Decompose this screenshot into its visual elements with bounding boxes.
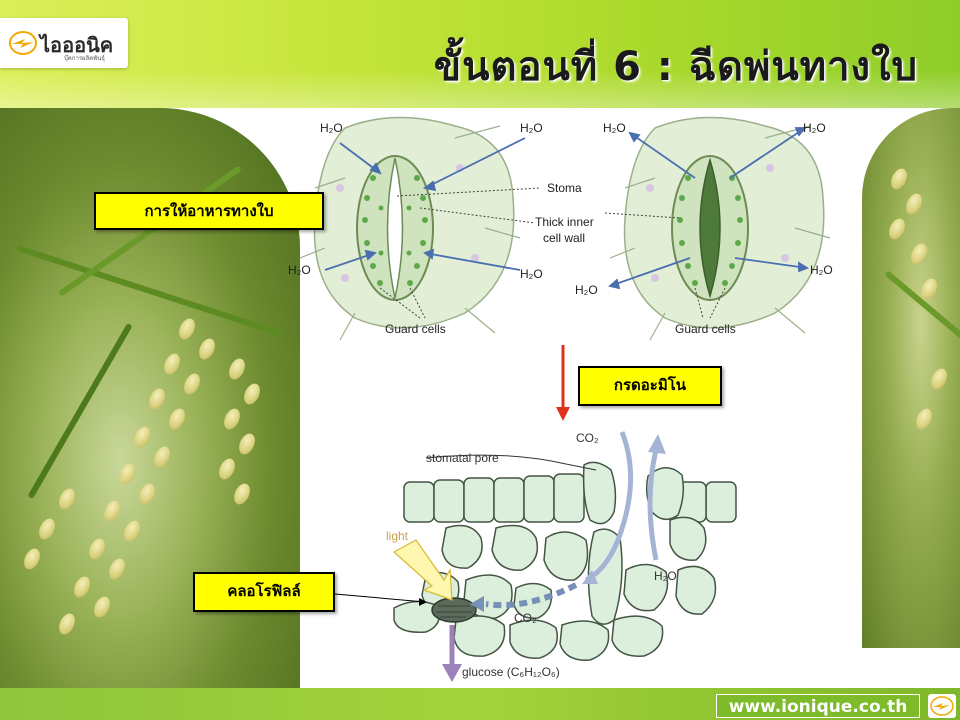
rice-grain — [166, 406, 188, 432]
logo-subtitle: บุ๊คการผลิตพันธุ์ — [64, 55, 105, 62]
rice-grain — [101, 498, 123, 524]
water-arrows-right — [608, 127, 810, 290]
rice-leaf — [27, 322, 133, 500]
rice-grain — [181, 371, 203, 397]
stomatal-pore-label: stomatal pore — [426, 451, 499, 465]
chloroplast-texture — [436, 605, 472, 618]
page-title: ขั้นตอนที่ 6 : ฉีดพ่นทางใบ — [433, 44, 918, 90]
logo-text: ไอออนิค — [40, 33, 114, 57]
chlorophyll-pointer-icon — [335, 593, 427, 606]
company-logo: ไอออนิค บุ๊คการผลิตพันธุ์ — [0, 18, 128, 68]
rice-grain — [241, 381, 263, 407]
rice-grain — [106, 556, 128, 582]
stoma-label: Stoma — [547, 181, 582, 195]
co2-label: CO₂ — [514, 611, 537, 625]
cell-wall-label: cell wall — [543, 231, 585, 245]
rice-grain — [161, 351, 183, 377]
glucose-label: glucose (C₆H₁₂O₆) — [462, 665, 560, 679]
h2o-label: H₂O — [575, 283, 598, 297]
chlorophyll-label: คลอโรฟิลล์ — [193, 572, 335, 612]
rice-grain — [136, 481, 158, 507]
lightning-logo-icon — [9, 31, 37, 55]
stoma-cluster-closed — [299, 116, 521, 341]
epidermis-cells — [403, 473, 737, 523]
amino-acid-label: กรดอะมิโน — [578, 366, 722, 406]
rice-grain — [221, 406, 243, 432]
rice-grain — [196, 336, 218, 362]
co2-label: CO₂ — [576, 431, 599, 445]
rice-grain — [216, 456, 238, 482]
rice-grain — [86, 536, 108, 562]
water-arrows-left — [324, 137, 526, 271]
rice-leaf — [58, 165, 242, 297]
rice-grain — [151, 444, 173, 470]
guard-cells-label: Guard cells — [385, 322, 446, 336]
light-arrow-icon — [392, 539, 453, 601]
rice-grain — [131, 424, 153, 450]
stoma-cluster-open — [609, 116, 831, 341]
stoma-diagram: H₂O H₂O H₂O H₂O H₂O H₂O H₂O H₂O Stoma Th… — [288, 116, 833, 341]
rice-grain — [236, 431, 258, 457]
foliar-feeding-label: การให้อาหารทางใบ — [94, 192, 324, 230]
rice-grain — [226, 356, 248, 382]
rice-grain — [176, 316, 198, 342]
rice-grain — [146, 386, 168, 412]
co2-dashed-arrow — [470, 582, 578, 612]
footer-logo-icon — [928, 694, 956, 718]
h2o-label: H₂O — [654, 569, 677, 583]
h2o-label: H₂O — [603, 121, 626, 135]
rice-grain — [913, 406, 935, 432]
chloroplast — [431, 597, 477, 623]
h2o-label: H₂O — [320, 121, 343, 135]
rice-photo-right — [862, 108, 960, 648]
h2o-label: H₂O — [288, 263, 311, 277]
h2o-label: H₂O — [803, 121, 826, 135]
rice-grain — [36, 516, 58, 542]
rice-leaf — [15, 244, 285, 338]
rice-grain — [886, 216, 908, 242]
h2o-label: H₂O — [810, 263, 833, 277]
rice-grain — [56, 611, 78, 637]
rice-grain — [231, 481, 253, 507]
rice-grain — [888, 166, 910, 192]
rice-grain — [71, 574, 93, 600]
red-down-arrow-icon — [556, 345, 570, 421]
rice-grain — [903, 191, 925, 217]
pore-pointer-line — [425, 454, 597, 471]
thick-inner-label: Thick inner — [535, 215, 594, 229]
leaf-cross-section-diagram: CO₂ stomatal pore light H₂O CO₂ glucose … — [386, 431, 737, 682]
rice-grain — [121, 518, 143, 544]
h2o-label: H₂O — [520, 121, 543, 135]
website-link[interactable]: www.ionique.co.th — [716, 694, 920, 718]
header-band — [0, 0, 960, 110]
light-label: light — [386, 529, 409, 543]
rice-grain — [908, 241, 930, 267]
rice-grain — [21, 546, 43, 572]
header-swoosh — [0, 70, 960, 110]
gas-exchange-arrows — [582, 431, 666, 584]
rice-grain — [116, 461, 138, 487]
rice-grain — [928, 366, 950, 392]
rice-grain — [56, 486, 78, 512]
annotation-lines — [379, 187, 726, 319]
rice-leaf — [884, 270, 960, 352]
rice-grain — [91, 594, 113, 620]
guard-cells-label: Guard cells — [675, 322, 736, 336]
h2o-label: H₂O — [520, 267, 543, 281]
glucose-down-arrow-icon — [442, 625, 462, 682]
